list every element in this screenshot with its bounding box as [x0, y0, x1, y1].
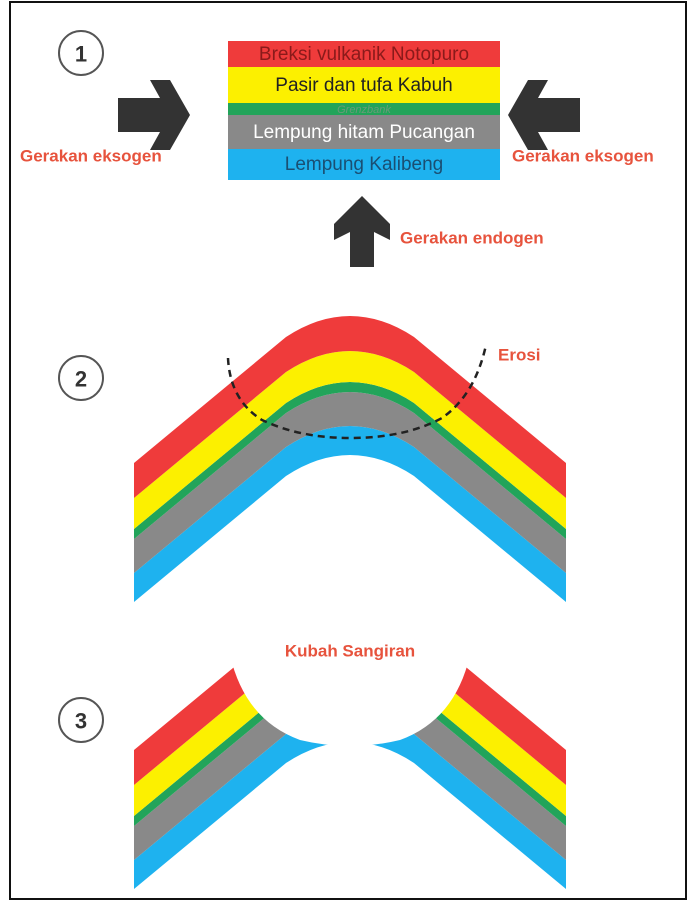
dome-layer-breksi	[134, 603, 566, 785]
diagram-frame	[9, 1, 687, 900]
step-3: 3 Kubah Sangiran	[58, 600, 566, 889]
step-number-1-text: 1	[75, 42, 87, 67]
fold-layer-breksi	[134, 316, 566, 498]
step-1: 1 Breksi vulkanik Notopuro Pasir dan tuf…	[20, 30, 654, 267]
dome-erosion-cut	[230, 600, 470, 746]
layer-breksi-label: Breksi vulkanik Notopuro	[259, 44, 469, 65]
eroded-dome	[134, 600, 566, 889]
step-number-2: 2	[58, 355, 104, 401]
arrow-right-icon	[118, 80, 190, 150]
strata-block: Breksi vulkanik Notopuro Pasir dan tufa …	[228, 41, 500, 180]
layer-lempung-hitam-label: Lempung hitam Pucangan	[253, 122, 475, 143]
arrow-left-icon	[508, 80, 580, 150]
layer-grenzbank	[228, 103, 500, 115]
anticline-fold	[134, 316, 566, 602]
step-number-3: 3	[58, 697, 104, 743]
endogen-label: Gerakan endogen	[400, 228, 544, 247]
layer-grenzbank-label: Grenzbank	[337, 104, 391, 116]
kubah-label: Kubah Sangiran	[285, 641, 415, 660]
step-number-3-text: 3	[75, 709, 87, 734]
step-number-1: 1	[58, 30, 104, 76]
layer-lempung-kalibeng-label: Lempung Kalibeng	[285, 154, 443, 175]
fold-layer-lempung-hitam	[134, 392, 566, 573]
eksogen-left-label: Gerakan eksogen	[20, 146, 162, 165]
step-number-2-text: 2	[75, 367, 87, 392]
dome-layer-lempung-hitam	[134, 679, 566, 860]
layer-lempung-hitam	[228, 115, 500, 149]
erosi-label: Erosi	[498, 345, 541, 364]
layer-breksi	[228, 41, 500, 67]
layer-lempung-kalibeng	[228, 149, 500, 180]
layer-pasir-label: Pasir dan tufa Kabuh	[275, 75, 452, 96]
dome-layer-pasir	[134, 638, 566, 816]
fold-layer-lempung-kalibeng	[134, 426, 566, 602]
arrow-up-icon	[334, 196, 390, 267]
layer-pasir	[228, 67, 500, 103]
dome-layer-grenzbank	[134, 669, 566, 826]
eksogen-right-label: Gerakan eksogen	[512, 146, 654, 165]
fold-layer-grenzbank	[134, 382, 566, 539]
fold-layer-pasir	[134, 351, 566, 529]
step-2: 2 Erosi	[58, 316, 566, 602]
dome-layer-lempung-kalibeng	[134, 713, 566, 889]
